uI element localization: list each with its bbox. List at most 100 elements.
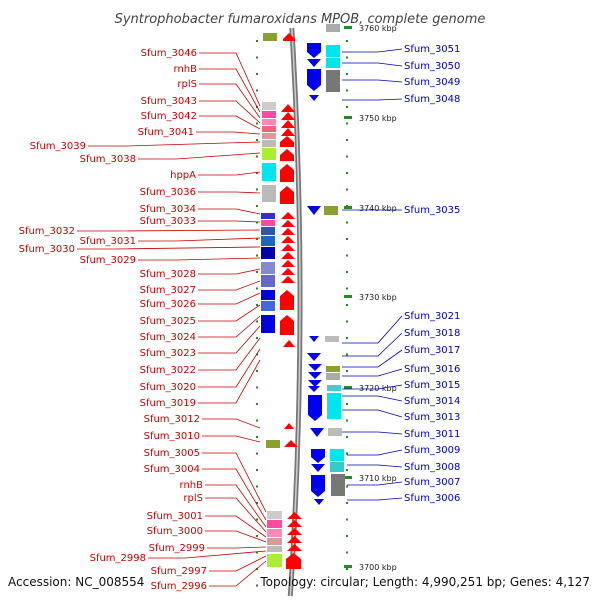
- gene-block: [330, 449, 344, 461]
- tick-dot-left: [256, 254, 258, 257]
- scale-label: 3700 kbp: [359, 563, 397, 572]
- leader-line-left: [148, 550, 267, 559]
- gene-block: [326, 366, 340, 372]
- leader-line-left: [199, 100, 261, 124]
- gene-label-right: Sfum_3035: [404, 205, 460, 216]
- gene-block: [261, 262, 275, 274]
- gene-block: [326, 373, 340, 380]
- tick-dot-right: [346, 155, 348, 158]
- scale-label: 3720 kbp: [359, 384, 397, 393]
- gene-label-left: Sfum_3042: [141, 111, 197, 122]
- gene-label-right: Sfum_3015: [404, 380, 460, 391]
- scale-tick-mark: [344, 116, 352, 119]
- tick-dot-right: [346, 370, 348, 372]
- gene-label-left: Sfum_2999: [149, 543, 205, 554]
- gene-block: [326, 70, 340, 92]
- reverse-gene-arrow: [308, 372, 322, 379]
- forward-gene-arrow: [287, 528, 302, 535]
- tick-dot-left: [256, 40, 258, 42]
- leader-line-right: [342, 368, 403, 377]
- tick-dot-left: [256, 584, 258, 587]
- gene-label-right: Sfum_3048: [404, 94, 460, 105]
- forward-gene-arrow: [281, 104, 295, 112]
- gene-block: [326, 45, 340, 57]
- scale-tick-mark: [344, 295, 352, 298]
- leader-line-left: [209, 555, 267, 572]
- gene-block: [261, 236, 275, 246]
- tick-dot-right: [346, 502, 348, 504]
- tick-dot-right: [346, 337, 348, 339]
- tick-dot-left: [256, 353, 258, 356]
- gene-block: [267, 546, 282, 552]
- tick-dot-right: [346, 122, 348, 125]
- tick-dot-left: [256, 188, 258, 191]
- tick-dot-right: [346, 254, 348, 257]
- tick-dot-right: [346, 568, 348, 570]
- reverse-gene-arrow: [307, 206, 321, 215]
- gene-label-right: Sfum_3051: [404, 44, 460, 55]
- gene-label-left: hppA: [170, 170, 196, 181]
- forward-gene-arrow: [281, 276, 295, 283]
- reverse-gene-block: [307, 69, 321, 91]
- leader-line-right: [342, 332, 403, 357]
- gene-label-left: Sfum_3036: [140, 187, 196, 198]
- gene-block: [267, 554, 282, 567]
- leader-line-left: [202, 435, 261, 443]
- tick-dot-left: [256, 221, 258, 224]
- gene-label-left: Sfum_3038: [80, 154, 136, 165]
- genome-backbone: [287, 27, 303, 597]
- tick-dot-right: [346, 172, 348, 174]
- gene-block: [262, 126, 276, 132]
- forward-gene-arrow: [281, 268, 295, 275]
- forward-gene-arrow: [281, 260, 295, 267]
- gene-block: [327, 385, 341, 391]
- reverse-gene-block: [311, 475, 325, 497]
- accession-text: Accession: NC_008554: [8, 575, 144, 589]
- tick-dot-left: [256, 238, 258, 240]
- forward-gene-block: [280, 315, 294, 335]
- topology-text: Topology: circular; Length: 4,990,251 bp…: [259, 575, 590, 589]
- gene-label-right: Sfum_3016: [404, 364, 460, 375]
- gene-features: [261, 24, 345, 569]
- forward-gene-arrow: [281, 212, 295, 219]
- reverse-gene-arrow: [309, 336, 319, 342]
- tick-dot-left: [256, 271, 258, 273]
- gene-label-right: Sfum_3013: [404, 412, 460, 423]
- gene-block: [262, 148, 276, 160]
- gene-label-right: Sfum_3014: [404, 396, 460, 407]
- tick-dot-right: [346, 188, 348, 191]
- gene-label-left: Sfum_3034: [140, 204, 196, 215]
- tick-dot-left: [256, 287, 258, 290]
- tick-dot-right: [346, 353, 348, 356]
- tick-dot-right: [346, 551, 348, 554]
- forward-gene-arrow: [281, 112, 295, 120]
- gene-label-left: Sfum_3032: [19, 226, 75, 237]
- tick-dot-right: [346, 535, 348, 537]
- gene-block: [261, 213, 275, 219]
- leader-line-left: [198, 315, 261, 338]
- reverse-gene-arrow: [314, 499, 324, 505]
- tick-dot-left: [256, 452, 258, 455]
- gene-label-left: Sfum_3025: [140, 316, 196, 327]
- reverse-gene-arrow: [308, 386, 320, 392]
- label-leader-lines: [77, 48, 403, 587]
- gene-block: [267, 511, 282, 519]
- gene-block: [261, 301, 275, 311]
- gene-label-right: Sfum_3018: [404, 328, 460, 339]
- leader-line-left: [196, 131, 261, 135]
- leader-line-right: [342, 395, 403, 402]
- gene-block: [266, 440, 280, 448]
- tick-dot-right: [346, 469, 348, 471]
- gene-block: [331, 474, 345, 496]
- tick-dot-left: [256, 337, 258, 339]
- gene-label-left: Sfum_3023: [140, 348, 196, 359]
- forward-gene-block: [280, 136, 294, 147]
- leader-line-left: [77, 246, 261, 250]
- scale-label: 3740 kbp: [359, 204, 397, 213]
- tick-dot-right: [346, 403, 348, 405]
- leader-line-left: [198, 220, 261, 223]
- tick-dot-right: [346, 320, 348, 323]
- leader-line-left: [77, 229, 261, 232]
- gene-block: [261, 247, 275, 259]
- tick-dot-left: [256, 172, 258, 174]
